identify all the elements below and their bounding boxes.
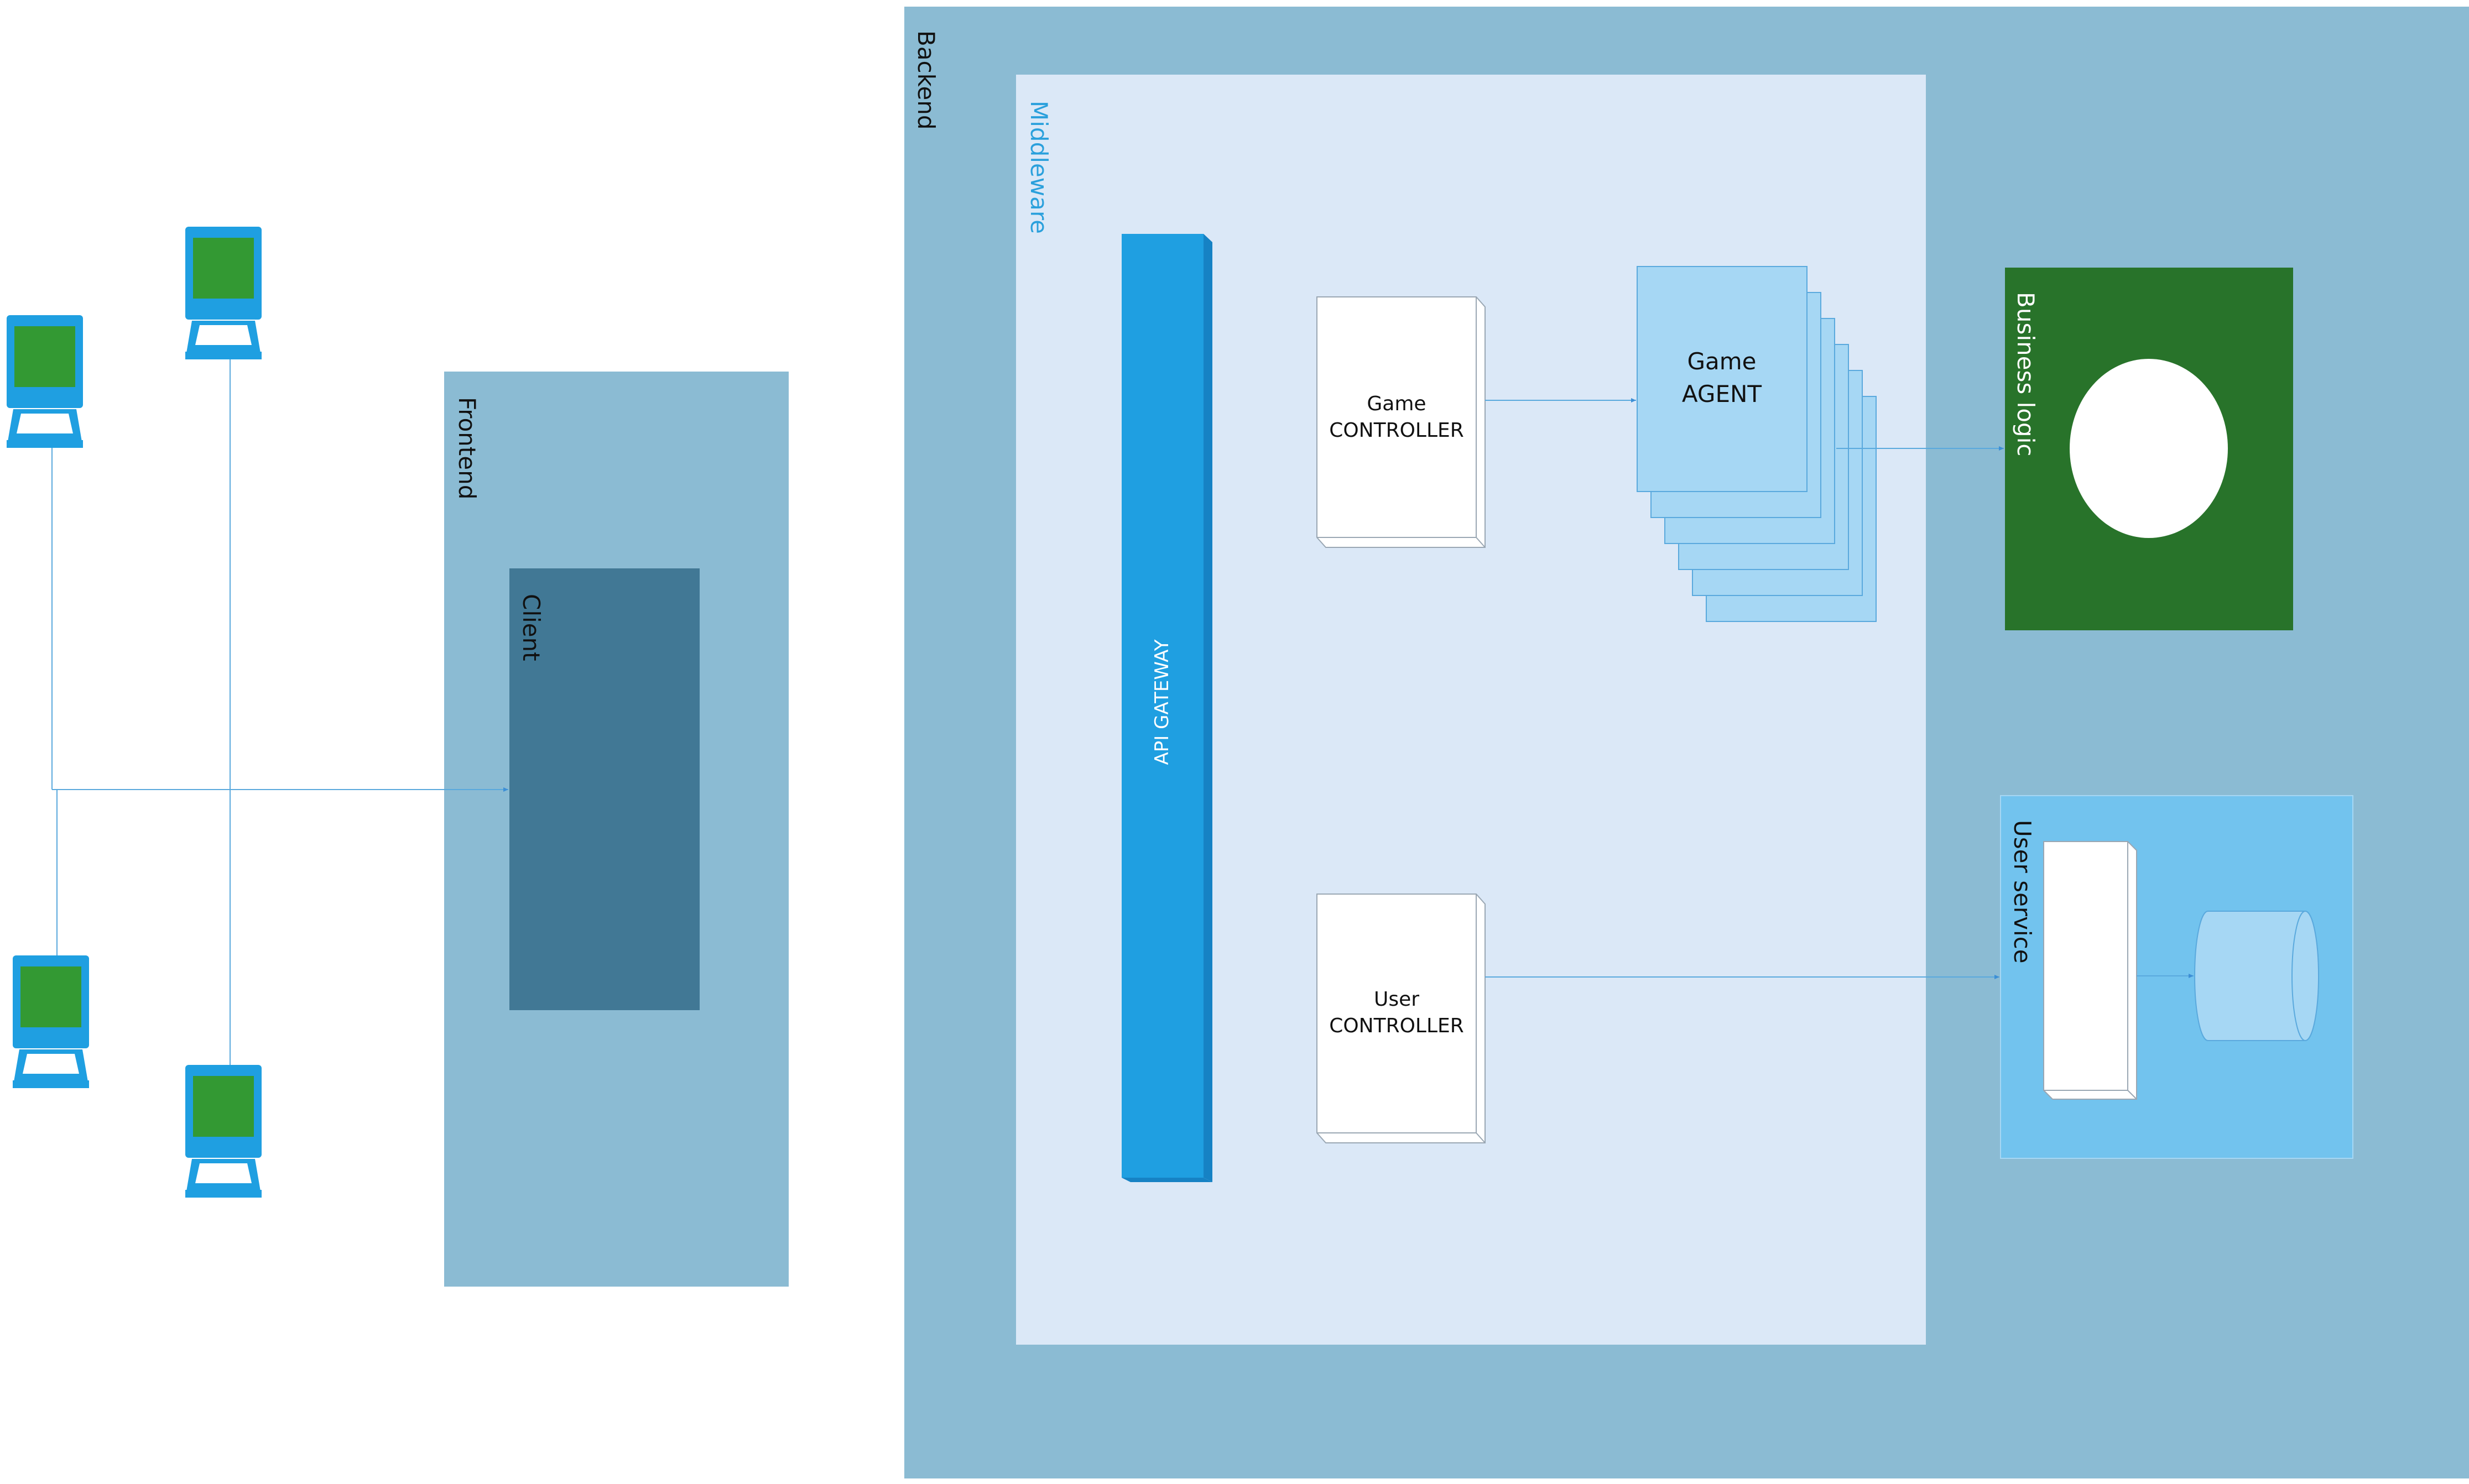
game-agent-stack[interactable]: Game AGENT xyxy=(1637,266,1877,622)
business-logic-label: Business logic xyxy=(2012,292,2039,456)
game-agent-layer xyxy=(1637,266,1808,492)
computer-icon[interactable] xyxy=(13,955,89,1088)
user-service-container[interactable]: User service xyxy=(2000,795,2353,1159)
game-controller-line1: Game xyxy=(1367,393,1426,415)
user-service-label: User service xyxy=(2009,820,2036,964)
user-controller-line2: CONTROLLER xyxy=(1329,1015,1464,1037)
client-label: Client xyxy=(518,594,545,661)
api-gateway-label: API GATEWAY xyxy=(1151,639,1173,765)
user-service-block[interactable] xyxy=(2043,841,2137,1100)
game-agent-line2: AGENT xyxy=(1682,380,1762,407)
user-controller-line1: User xyxy=(1374,988,1419,1011)
backend-label: Backend xyxy=(913,30,940,130)
business-logic-circle xyxy=(2070,359,2228,538)
game-controller-line2: CONTROLLER xyxy=(1329,419,1464,442)
game-agent-line1: Game xyxy=(1687,348,1756,375)
client-container[interactable]: Client xyxy=(509,568,700,1010)
computer-icon[interactable] xyxy=(7,315,83,448)
user-controller[interactable]: User CONTROLLER xyxy=(1316,893,1486,1143)
computer-icon[interactable] xyxy=(185,1065,262,1198)
middleware-label: Middleware xyxy=(1025,101,1053,234)
frontend-label: Frontend xyxy=(454,397,481,499)
computer-icon[interactable] xyxy=(185,227,262,359)
database-icon[interactable] xyxy=(2194,911,2319,1041)
game-controller[interactable]: Game CONTROLLER xyxy=(1316,296,1486,548)
api-gateway[interactable]: API GATEWAY xyxy=(1122,234,1212,1182)
connectors xyxy=(51,354,2194,1065)
business-logic-container[interactable]: Business logic xyxy=(2005,268,2293,630)
